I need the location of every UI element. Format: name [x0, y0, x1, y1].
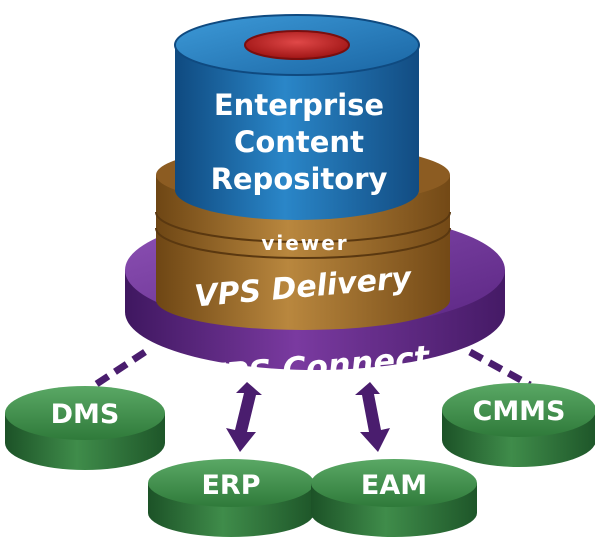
cmms-label: CMMS: [473, 396, 566, 427]
eam-label: EAM: [361, 470, 427, 501]
dms-label: DMS: [51, 399, 120, 430]
repository-cylinder: [174, 14, 420, 220]
cmms-disk: [442, 383, 595, 467]
erp-label: ERP: [201, 470, 260, 501]
repository-label-line1: Enterprise: [214, 88, 384, 122]
erp-arrow: [226, 382, 262, 452]
repository-label-line3: Repository: [211, 162, 388, 196]
dms-connector: [93, 349, 147, 388]
repository-cap-icon: [244, 30, 350, 60]
erp-disk: [148, 459, 314, 537]
repository-label-line2: Content: [234, 125, 364, 159]
eam-disk: [311, 459, 477, 537]
delivery-viewer-label: viewer: [261, 231, 348, 255]
dms-disk: [5, 386, 165, 470]
eam-arrow: [355, 382, 390, 452]
cmms-connector: [468, 348, 532, 389]
